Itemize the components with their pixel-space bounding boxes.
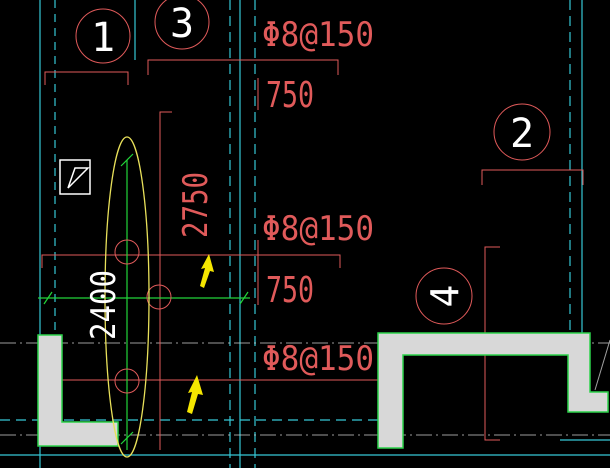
pointer-arrow-upper [200,254,214,288]
section-marker-box [59,159,91,195]
bracket-line [147,59,339,75]
node-circle [146,284,172,310]
node-circle [114,239,140,265]
rebar-label-bottom: Φ8@150 [262,339,374,379]
bubble-label: 1 [91,15,115,61]
bubble-circle [493,103,551,161]
dimension-label-2400: 2400 [84,270,124,340]
bracket-line [44,71,129,85]
rebar-labels: Φ8@150 Φ8@150 Φ8@150 [262,15,374,379]
tick-mark [239,291,249,305]
bubble-circle [415,267,473,325]
dimension-label-750-middle: 750 [266,270,314,311]
gray-outline [594,339,610,391]
bubble-circle [75,8,131,64]
bracket-line [41,254,341,268]
wall-section-left [37,334,119,447]
bracket-line [481,169,584,185]
rebar-label-top: Φ8@150 [262,15,374,55]
bubble-label: 4 [423,285,467,308]
section-marker-triangle [67,167,90,189]
pointer-arrow-lower [187,375,203,414]
green-dimension [38,153,250,450]
section-triangle-icon[interactable] [59,159,91,195]
rebar-label-middle: Φ8@150 [262,209,374,249]
dimension-labels: 750 750 2750 2400 [84,75,314,340]
tick-mark [120,153,134,167]
wall-sections [37,332,609,449]
dimension-label-750-top: 750 [266,75,314,116]
tick-mark [120,431,134,445]
bubble-label: 2 [510,111,534,157]
wall-section-right [377,332,609,449]
grid-bubble-1[interactable]: 1 [75,8,131,64]
tick-mark [43,291,53,305]
bubble-circle [154,0,210,50]
highlight-ellipse [104,136,150,458]
node-circle [114,368,140,394]
grid-bubble-3[interactable]: 3 [154,0,210,50]
grid-bubble-2[interactable]: 2 [493,103,551,161]
red-dimension-lines [41,59,584,450]
arrow-up-icon[interactable] [187,254,214,414]
bracket-line [159,111,172,125]
red-node-circles [114,239,172,394]
grid-bubbles: 1 3 2 4 [75,0,551,325]
outline-line [594,339,610,391]
dimension-label-2750: 2750 [176,172,216,238]
bubble-label: 3 [170,1,194,47]
grid-bubble-4[interactable]: 4 [415,267,473,325]
